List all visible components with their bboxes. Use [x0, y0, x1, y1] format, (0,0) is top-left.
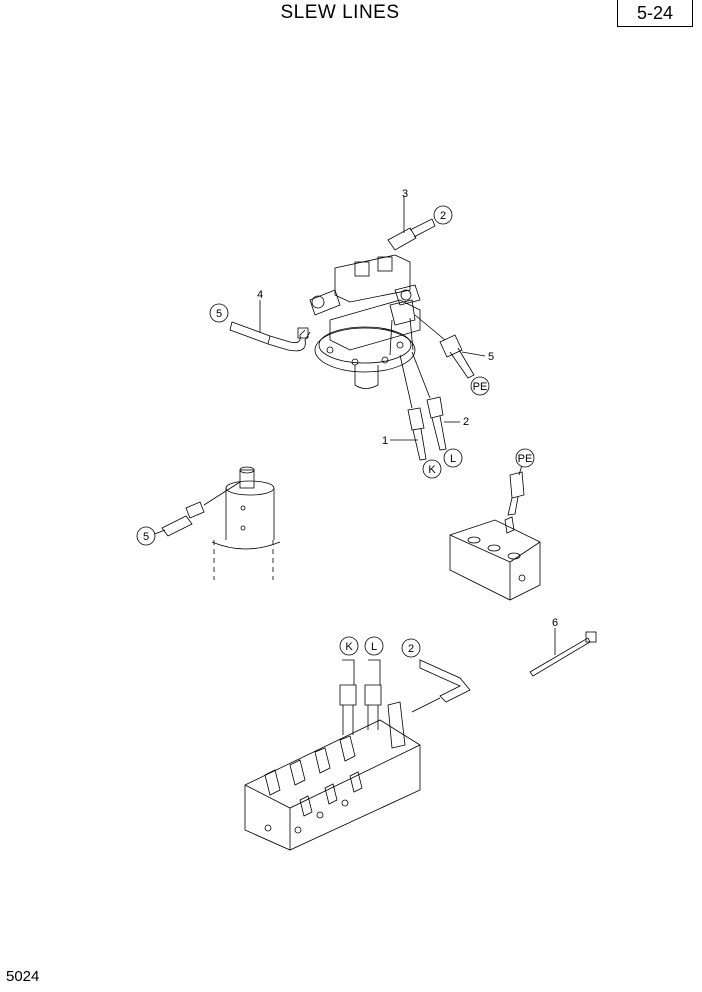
callout-2-mid: 2 — [463, 416, 469, 428]
callout-circle-l-lower — [364, 636, 384, 656]
rotary-joint-column — [151, 466, 281, 580]
page-number-box: 5-24 — [617, 0, 693, 27]
callout-labels: 2 3 4 5 5 PE 2 1 K L 5 PE 6 K L 2 — [143, 188, 558, 655]
callout-5-right: 5 — [488, 351, 494, 363]
callout-circle-k-upper — [422, 459, 442, 479]
callout-circle-pe-block — [515, 448, 535, 468]
callouts — [136, 205, 535, 658]
callout-circle-pe-right — [470, 376, 490, 396]
diagram-id: 5024 — [6, 968, 40, 985]
callout-circle-2-top — [433, 205, 453, 225]
parts-1-2-hoses — [390, 351, 460, 461]
callout-circle-k-lower — [339, 636, 359, 656]
callout-pe-right: PE — [473, 381, 488, 393]
page-title: SLEW LINES — [280, 2, 400, 23]
callout-l-lower: L — [371, 641, 377, 653]
part-6-cable-tie — [529, 628, 597, 677]
callout-k-lower: K — [345, 641, 353, 653]
callout-circle-l-upper — [443, 448, 463, 468]
callout-2-lower: 2 — [408, 643, 414, 655]
callout-5-column: 5 — [143, 531, 149, 543]
part-3-fitting — [387, 196, 436, 251]
callout-k-upper: K — [428, 464, 436, 476]
slew-motor-assembly — [309, 254, 421, 389]
callout-6: 6 — [552, 617, 558, 629]
callout-4: 4 — [257, 289, 263, 301]
callout-1: 1 — [382, 435, 388, 447]
callout-2-top: 2 — [440, 210, 446, 222]
callout-pe-block: PE — [518, 453, 533, 465]
distribution-block — [449, 464, 541, 601]
callout-circle-2-lower — [401, 638, 421, 658]
callout-5-left: 5 — [216, 308, 222, 320]
part-5-fitting-right — [414, 314, 486, 379]
control-valve-bank — [244, 659, 471, 851]
part-4-pipe — [229, 300, 311, 352]
callout-3: 3 — [402, 188, 408, 200]
callout-l-upper: L — [450, 453, 456, 465]
callout-circle-5-column — [136, 526, 156, 546]
callout-circle-5-left — [209, 303, 229, 323]
